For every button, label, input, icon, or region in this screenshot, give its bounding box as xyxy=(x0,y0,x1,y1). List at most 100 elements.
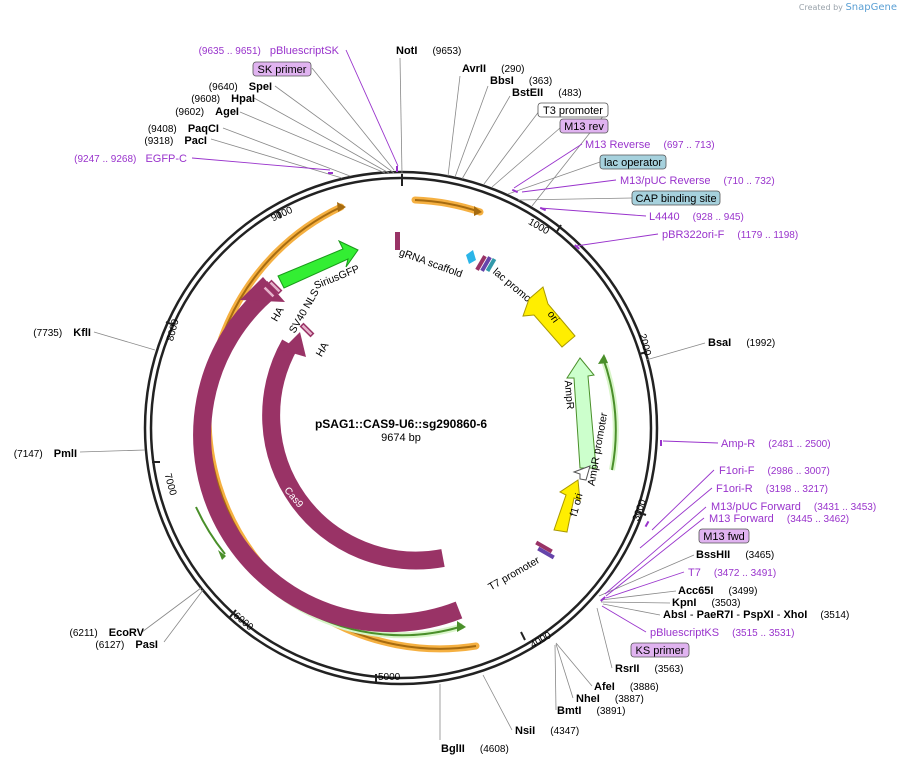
primer-t7-name: T7 xyxy=(688,567,701,579)
primer-ampR[interactable]: Amp-R (2481 .. 2500) xyxy=(721,438,831,450)
site-bglII[interactable]: BglII (4608) xyxy=(441,743,509,755)
snapgene-credit: Created by SnapGene xyxy=(799,2,897,13)
site-absI-sep3: - xyxy=(774,609,784,621)
site-kflI-name: KflI xyxy=(73,327,91,339)
site-bssHII[interactable]: BssHII (3465) xyxy=(696,549,774,561)
site-pmlI[interactable]: (7147) PmlI xyxy=(14,448,77,460)
site-hpaI[interactable]: (9608) HpaI xyxy=(191,93,255,105)
site-kpnI-pos: (3503) xyxy=(712,598,741,609)
tick-3000: 3000 xyxy=(631,498,649,523)
site-nsiI-name: NsiI xyxy=(515,725,535,737)
site-acc65I[interactable]: Acc65I (3499) xyxy=(678,585,757,597)
primer-m13Reverse[interactable]: M13 Reverse (697 .. 713) xyxy=(585,139,715,151)
primer-t7[interactable]: T7 (3472 .. 3491) xyxy=(688,567,776,579)
tick-1000: 1000 xyxy=(526,217,551,238)
site-avrII-name: AvrII xyxy=(462,63,486,75)
site-pacI[interactable]: (9318) PacI xyxy=(144,135,207,147)
feature-ampr-promoter xyxy=(572,465,591,481)
tick-4000: 4000 xyxy=(529,630,554,651)
feature-green-left-arrow xyxy=(457,621,466,632)
feature-siriusgfp xyxy=(277,239,359,289)
primer-ampR-pos: (2481 .. 2500) xyxy=(768,439,830,450)
site-bssHII-name: BssHII xyxy=(696,549,730,561)
site-avrII-pos: (290) xyxy=(501,64,524,75)
feature-cas9-outer xyxy=(193,280,463,633)
site-kpnI[interactable]: KpnI (3503) xyxy=(672,597,740,609)
site-ageI-pos: (9602) xyxy=(175,107,204,118)
primer-m13Forward-pos: (3445 .. 3462) xyxy=(787,514,849,525)
site-paeR7I-name: PaeR7I xyxy=(697,609,734,621)
site-pasI[interactable]: (6127) PasI xyxy=(95,639,158,651)
site-pmlI-name: PmlI xyxy=(54,448,77,460)
primer-pbluescriptKS[interactable]: pBluescriptKS (3515 .. 3531) xyxy=(650,627,794,639)
site-ageI[interactable]: (9602) AgeI xyxy=(175,106,239,118)
site-hpaI-pos: (9608) xyxy=(191,94,220,105)
box-cap-site[interactable]: CAP binding site xyxy=(631,190,721,206)
box-m13-fwd[interactable]: M13 fwd xyxy=(698,528,750,544)
primer-pbluescriptSK[interactable]: (9635 .. 9651) pBluescriptSK xyxy=(199,45,340,57)
site-xhoI-name: XhoI xyxy=(783,609,807,621)
box-t3-promoter[interactable]: T3 promoter xyxy=(537,102,609,118)
site-absI-sep2: - xyxy=(733,609,743,621)
label-ori: ori xyxy=(545,309,562,325)
box-sk-primer[interactable]: SK primer xyxy=(252,61,312,77)
primer-pbluescriptKS-name: pBluescriptKS xyxy=(650,627,719,639)
label-t7-promoter: T7 promoter xyxy=(486,554,542,593)
primer-egfpC[interactable]: (9247 .. 9268) EGFP-C xyxy=(74,153,187,165)
site-afeI[interactable]: AfeI (3886) xyxy=(594,681,659,693)
primer-f1oriF-pos: (2986 .. 3007) xyxy=(768,466,830,477)
site-rsrII[interactable]: RsrII (3563) xyxy=(615,663,683,675)
site-rsrII-name: RsrII xyxy=(615,663,639,675)
site-nsiI[interactable]: NsiI (4347) xyxy=(515,725,579,737)
site-bstEII-pos: (483) xyxy=(558,88,581,99)
box-m13-rev[interactable]: M13 rev xyxy=(559,118,609,134)
site-nsiI-pos: (4347) xyxy=(550,726,579,737)
primer-m13pucForward[interactable]: M13/pUC Forward (3431 .. 3453) xyxy=(711,501,876,513)
site-bstEII[interactable]: BstEII (483) xyxy=(512,87,582,99)
box-ks-primer[interactable]: KS primer xyxy=(630,642,690,658)
site-bsaI-pos: (1992) xyxy=(746,338,775,349)
site-kflI-pos: (7735) xyxy=(33,328,62,339)
site-paqCI[interactable]: (9408) PaqCI xyxy=(148,123,219,135)
primer-l4440-name: L4440 xyxy=(649,211,680,223)
feature-ori xyxy=(522,286,576,348)
primer-f1oriF[interactable]: F1ori-F (2986 .. 3007) xyxy=(719,465,830,477)
site-bsaI[interactable]: BsaI (1992) xyxy=(708,337,775,349)
primer-pbr322[interactable]: pBR322ori-F (1179 .. 1198) xyxy=(662,229,798,241)
site-kflI[interactable]: (7735) KflI xyxy=(33,327,91,339)
primer-pbr322-pos: (1179 .. 1198) xyxy=(737,230,798,241)
site-bbsI[interactable]: BbsI (363) xyxy=(490,75,552,87)
site-pasI-pos: (6127) xyxy=(95,640,124,651)
feature-lac-cluster xyxy=(466,250,476,264)
primer-m13pucReverse[interactable]: M13/pUC Reverse (710 .. 732) xyxy=(620,175,775,187)
site-bmtI[interactable]: BmtI (3891) xyxy=(557,705,625,717)
site-pacI-pos: (9318) xyxy=(144,136,173,147)
site-bmtI-name: BmtI xyxy=(557,705,581,717)
primer-f1oriR[interactable]: F1ori-R (3198 .. 3217) xyxy=(716,483,828,495)
site-nheI[interactable]: NheI (3887) xyxy=(576,693,644,705)
primer-m13pucReverse-name: M13/pUC Reverse xyxy=(620,175,710,187)
box-lac-operator[interactable]: lac operator xyxy=(599,154,667,170)
feature-grna-scaffold xyxy=(395,232,400,250)
primer-m13Forward[interactable]: M13 Forward (3445 .. 3462) xyxy=(709,513,849,525)
tick-7000: 7000 xyxy=(162,472,178,497)
feature-green-mid xyxy=(195,506,226,555)
primer-f1oriR-pos: (3198 .. 3217) xyxy=(766,484,828,495)
primer-l4440[interactable]: L4440 (928 .. 945) xyxy=(649,211,744,223)
tick-9000: 9000 xyxy=(270,205,295,225)
site-notI[interactable]: NotI (9653) xyxy=(396,45,461,57)
backbone-outer xyxy=(143,170,659,686)
site-absI-group[interactable]: AbsI - PaeR7I - PspXI - XhoI (3514) xyxy=(663,609,849,621)
site-avrII[interactable]: AvrII (290) xyxy=(462,63,524,75)
primer-leader-lines xyxy=(191,49,719,633)
feature-cas9-inner xyxy=(262,339,445,570)
site-acc65I-pos: (3499) xyxy=(729,586,758,597)
feature-lac-bars xyxy=(475,255,497,273)
site-bsaI-name: BsaI xyxy=(708,337,731,349)
site-speI[interactable]: (9640) SpeI xyxy=(209,81,272,93)
feature-orange-left-core xyxy=(207,206,477,650)
site-nheI-name: NheI xyxy=(576,693,600,705)
label-ampr: AmpR xyxy=(562,380,577,411)
site-ecoRV[interactable]: (6211) EcoRV xyxy=(70,627,145,639)
